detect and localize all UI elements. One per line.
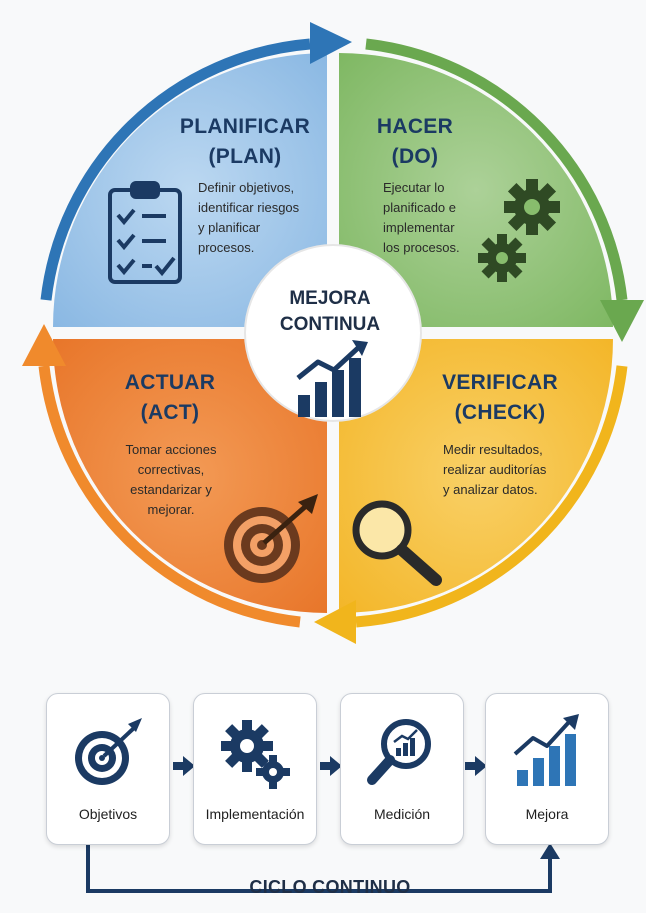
process-flow: CICLO CONTINUO Objetivos [0,693,646,913]
step-label: Objetivos [78,806,138,822]
do-description: Ejecutar lo planificado e implementar lo… [383,178,483,258]
center-title-line1: MEJORA [289,288,371,309]
act-title-line2: (ACT) [140,401,200,424]
flow-arrow-right-icon [465,756,487,776]
check-title-line1: VERIFICAR [442,371,558,394]
step-label: Medición [373,806,431,822]
do-arrow [365,38,628,301]
check-desc-line: y analizar datos. [443,482,538,497]
magnifier-icon [352,500,442,586]
flow-arrow-right-icon [320,756,342,776]
act-description: Tomar acciones correctivas, estandarizar… [106,440,236,520]
act-desc-line: mejorar. [147,502,195,517]
do-arrowhead [600,300,644,342]
gears-icon [221,720,290,789]
target-icon [224,494,318,583]
act-desc-line: Tomar acciones [125,442,217,457]
act-arrowhead [22,324,66,366]
step-medicion: Medición [340,693,464,845]
plan-arrow [40,38,311,301]
check-description: Medir resultados, realizar auditorías y … [443,440,593,500]
check-desc-line: realizar auditorías [443,462,547,477]
do-desc-line: implementar [383,220,455,235]
plan-title: PLANIFICAR (PLAN) [160,112,330,172]
plan-desc-line: procesos. [198,240,255,255]
check-arrowhead [314,600,356,644]
plan-desc-line: identificar riesgos [198,200,300,215]
do-desc-line: Ejecutar lo [383,180,445,195]
plan-desc-line: y planificar [198,220,261,235]
target-arrow-icon [75,718,142,785]
step-label: Implementación [205,806,305,822]
cycle-arrowhead [540,843,560,859]
act-title-line1: ACTUAR [124,371,216,394]
plan-description: Definir objetivos, identificar riesgos y… [198,178,328,258]
do-title-line1: HACER [376,115,454,138]
pdca-cycle-diagram [22,22,644,644]
do-title: HACER (DO) [350,112,480,172]
center-title: MEJORA CONTINUA [250,286,410,338]
center-title-line2: CONTINUA [279,314,381,335]
clipboard-checklist-icon [108,181,182,284]
act-desc-line: correctivas, [137,462,205,477]
plan-desc-line: Definir objetivos, [198,180,295,195]
act-title: ACTUAR (ACT) [100,368,240,428]
cycle-label: CICLO CONTINUO [249,877,411,897]
check-title-line2: (CHECK) [454,401,546,424]
check-arrow [355,365,628,628]
growth-chart-icon [296,340,368,417]
do-title-line2: (DO) [391,145,439,168]
act-desc-line: estandarizar y [130,482,212,497]
plan-title-line2: (PLAN) [208,145,282,168]
plan-title-line1: PLANIFICAR [179,115,311,138]
plan-arrowhead [310,22,352,64]
continuous-cycle-line [86,843,560,893]
step-label: Mejora [525,806,569,822]
do-desc-line: planificado e [383,200,456,215]
plan-quadrant [53,53,327,327]
act-arrow [38,365,301,628]
center-circle [244,244,422,422]
growth-chart-icon [513,714,579,786]
do-desc-line: los procesos. [383,240,460,255]
step-objetivos: Objetivos [46,693,170,845]
flow-arrow-right-icon [173,756,195,776]
check-title: VERIFICAR (CHECK) [420,368,580,428]
check-desc-line: Medir resultados, [443,442,543,457]
do-quadrant [339,53,613,327]
step-mejora: Mejora [485,693,609,845]
magnifier-chart-icon [367,719,431,785]
step-implementacion: Implementación [193,693,317,845]
